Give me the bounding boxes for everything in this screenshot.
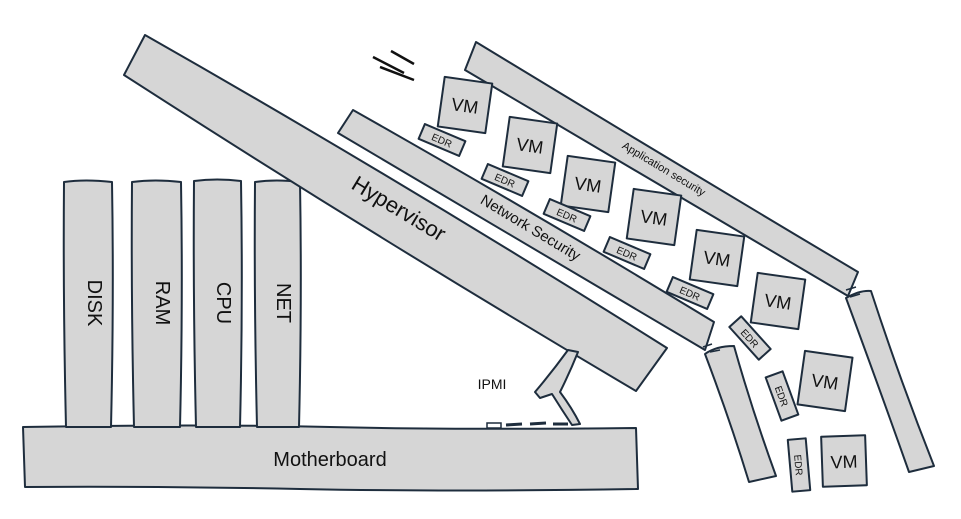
- vm-box: VM: [820, 434, 868, 488]
- cpu-component: CPU: [192, 178, 243, 428]
- net-label: NET: [272, 283, 294, 323]
- edr-box: EDR: [602, 236, 652, 270]
- edr-agents: EDR EDR EDR EDR EDR EDR EDR EDR: [417, 123, 812, 493]
- ram-component: RAM: [130, 179, 183, 428]
- ipmi-connection: IPMI: [478, 349, 581, 429]
- motherboard: Motherboard: [22, 424, 639, 492]
- ram-label: RAM: [151, 281, 173, 325]
- disk-component: DISK: [62, 179, 114, 428]
- application-security-break: [845, 286, 861, 298]
- disk-label: DISK: [83, 280, 105, 327]
- vm-box: VM: [796, 349, 854, 413]
- svg-text:VM: VM: [830, 452, 858, 473]
- motion-lines: [372, 49, 415, 82]
- edr-box: EDR: [417, 123, 467, 157]
- edr-box: EDR: [542, 198, 592, 232]
- edr-box: EDR: [480, 163, 530, 197]
- hardware-components: DISK RAM CPU NET: [62, 178, 302, 428]
- svg-text:VM: VM: [639, 206, 669, 230]
- svg-text:VM: VM: [515, 134, 545, 158]
- edr-box: EDR: [764, 370, 800, 422]
- vm-box: VM: [559, 154, 617, 214]
- edr-box: EDR: [786, 437, 812, 493]
- edr-box: EDR: [665, 276, 715, 310]
- svg-text:VM: VM: [702, 247, 732, 271]
- svg-text:EDR: EDR: [791, 454, 804, 476]
- vm-box: VM: [749, 271, 807, 331]
- svg-text:VM: VM: [573, 173, 603, 197]
- svg-text:VM: VM: [810, 370, 840, 394]
- network-security-break: [702, 343, 721, 353]
- ipmi-label: IPMI: [478, 376, 507, 392]
- net-component: NET: [253, 179, 302, 428]
- virtual-machines: VM VM VM VM VM VM VM VM: [436, 75, 868, 488]
- ipmi-connector-pins: [505, 421, 568, 427]
- vm-box: VM: [436, 75, 494, 135]
- svg-text:VM: VM: [763, 290, 793, 314]
- motherboard-label: Motherboard: [273, 449, 386, 471]
- cpu-label: CPU: [212, 282, 234, 324]
- svg-text:VM: VM: [450, 94, 480, 118]
- ipmi-port: [486, 422, 502, 429]
- vm-box: VM: [688, 228, 746, 288]
- vm-box: VM: [501, 115, 559, 175]
- vm-box: VM: [625, 187, 683, 247]
